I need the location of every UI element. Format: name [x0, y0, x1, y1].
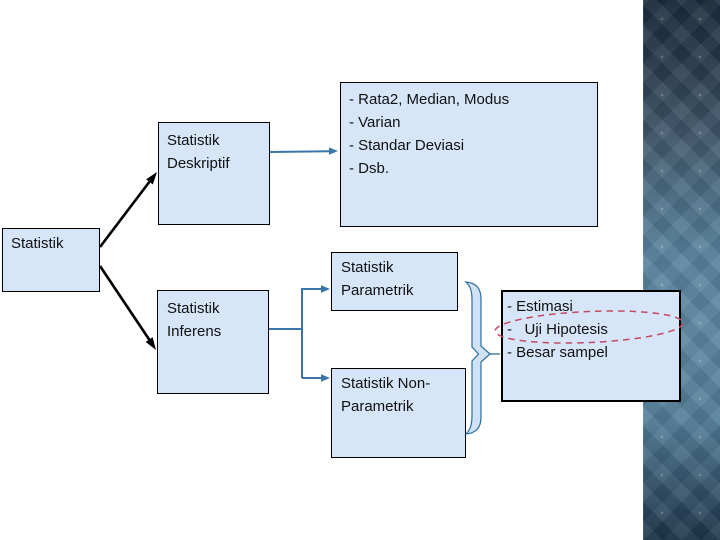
list-item: - Estimasi [507, 298, 573, 315]
list-item: - Dsb. [349, 160, 390, 177]
list-item: - Uji Hipotesis [507, 321, 608, 338]
node-statistik-inferens: Statistik Inferens [157, 290, 269, 394]
node-label: Statistik [167, 132, 220, 149]
node-statistik-deskriptif: Statistik Deskriptif [158, 122, 270, 225]
list-item: - Besar sampel [507, 344, 608, 361]
node-label: Statistik [341, 259, 394, 276]
node-statistik-non-parametrik: Statistik Non- Parametrik [331, 368, 466, 458]
node-label: Parametrik [341, 282, 414, 299]
node-label: Statistik [167, 300, 220, 317]
list-item: - Standar Deviasi [349, 137, 465, 154]
arrow-deskriptif-to-detail [269, 147, 338, 155]
node-label: Statistik Non- [341, 375, 431, 392]
connector-inferens-split [269, 285, 330, 382]
arrow-root-to-deskriptif [98, 172, 157, 248]
detail-list: - Rata2, Median, Modus - Varian - Standa… [349, 88, 597, 180]
node-statistik-parametrik: Statistik Parametrik [331, 252, 458, 311]
node-label: Deskriptif [167, 155, 230, 172]
detail-list: - Estimasi - Uji Hipotesis - Besar sampe… [507, 295, 679, 364]
list-item: - Varian [349, 114, 401, 131]
node-deskriptif-detail-list: - Rata2, Median, Modus - Varian - Standa… [340, 82, 598, 227]
theme-side-band [643, 0, 720, 540]
node-statistik: Statistik [2, 228, 100, 292]
list-item: - Rata2, Median, Modus [349, 91, 510, 108]
arrow-root-to-inferens [98, 265, 156, 350]
node-label: Statistik [11, 235, 64, 252]
node-inferens-detail-list: - Estimasi - Uji Hipotesis - Besar sampe… [501, 290, 681, 402]
arrowhead-to-non-parametrik [321, 374, 330, 382]
node-label: Inferens [167, 323, 222, 340]
arrowhead-to-parametrik [321, 285, 330, 293]
node-label: Parametrik [341, 398, 414, 415]
right-brace [464, 281, 500, 435]
